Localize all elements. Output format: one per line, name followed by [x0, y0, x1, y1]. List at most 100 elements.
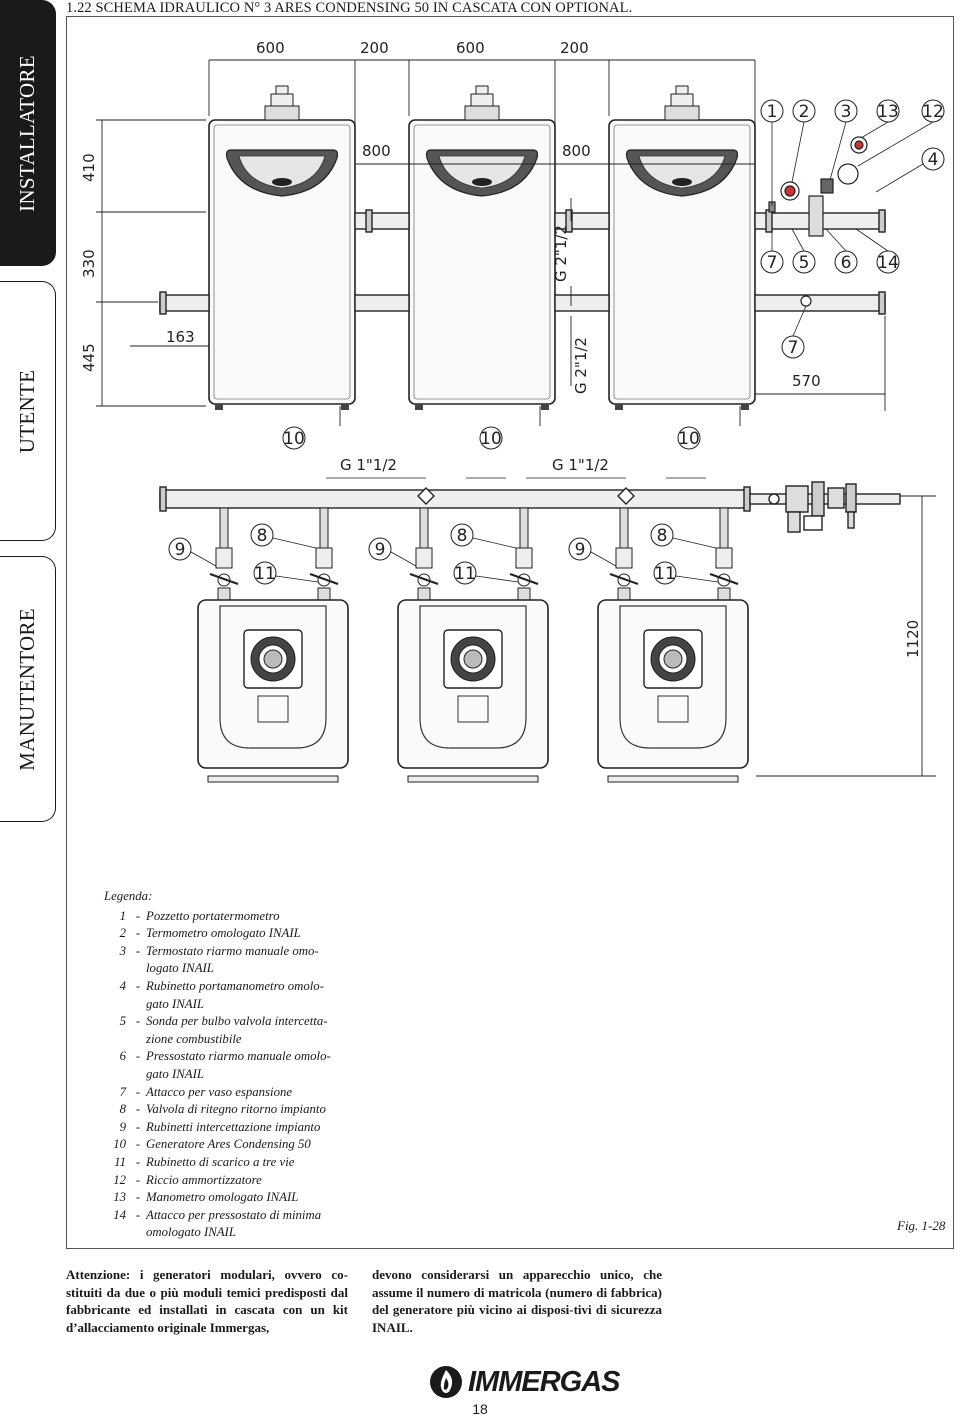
- legend-dash: -: [135, 943, 141, 958]
- tap-groups: [209, 507, 739, 603]
- dim-600-a: 600: [256, 39, 285, 57]
- thread-g2-1-2-a: G 2"1/2: [552, 225, 570, 282]
- brand-name: IMMERGAS: [468, 1365, 620, 1398]
- dim-800-a: 800: [362, 142, 391, 160]
- legend-item-text: Generatore Ares Condensing 50: [146, 1137, 311, 1152]
- legend-item-number: 7: [119, 1084, 126, 1099]
- legend-dash: -: [135, 1014, 141, 1029]
- callout-9-b: 9: [375, 540, 386, 560]
- legend-item: 14-Attacco per pressostato di minima: [104, 1207, 384, 1225]
- legend-dash: -: [135, 908, 141, 923]
- callout-4: 4: [928, 150, 939, 170]
- legend-item-text: Attacco per vaso espansione: [146, 1084, 293, 1099]
- tab-utente-label: UTENTE: [15, 369, 40, 453]
- legend-item: zione combustibile: [104, 1031, 384, 1049]
- legend-dash: -: [135, 1207, 141, 1222]
- legend-item: 3-Termostato riarmo manuale omo-: [104, 943, 384, 961]
- figure-frame: [66, 16, 954, 1249]
- legend-item: 4-Rubinetto portamanometro omolo-: [104, 978, 384, 996]
- legend-dash: [130, 1224, 146, 1242]
- pipes-front-view: [159, 209, 886, 315]
- callout-5: 5: [799, 253, 810, 273]
- tab-manutentore-label: MANUTENTORE: [15, 607, 39, 771]
- callout-11-a: 11: [254, 564, 276, 584]
- section-title: 1.22 SCHEMA IDRAULICO N° 3 ARES CONDENSI…: [66, 0, 633, 16]
- callouts-bottom: [168, 523, 677, 585]
- dim-410: 410: [80, 153, 98, 182]
- legend-item-number: [104, 1031, 130, 1049]
- callout-8-c: 8: [657, 526, 668, 546]
- thread-g1-1-2-b: G 1"1/2: [552, 456, 609, 474]
- dimension-1120: [756, 495, 936, 777]
- page-number: 18: [472, 1401, 488, 1417]
- thread-g2-1-2-b: G 2"1/2: [572, 337, 590, 394]
- legend-item: 11-Rubinetto di scarico a tre vie: [104, 1154, 384, 1172]
- legend-dash: -: [135, 926, 141, 941]
- legend-dash: [130, 1066, 146, 1084]
- dim-600-b: 600: [456, 39, 485, 57]
- legend-dash: -: [135, 1172, 141, 1187]
- thread-g1-1-2-a: G 1"1/2: [340, 456, 397, 474]
- legend-item-number: 11: [114, 1154, 126, 1169]
- legend-item-number: 13: [113, 1190, 126, 1205]
- tab-utente[interactable]: UTENTE: [0, 281, 56, 541]
- legend-item-text: logato INAIL: [146, 961, 214, 976]
- legend-item: 12-Riccio ammortizzatore: [104, 1172, 384, 1190]
- tab-manutentore[interactable]: MANUTENTORE: [0, 556, 56, 822]
- legend-item-number: 8: [119, 1102, 126, 1117]
- legend-dash: [130, 996, 146, 1014]
- legend-item-number: 6: [119, 1049, 126, 1064]
- legend-item-number: 10: [113, 1137, 126, 1152]
- legend-item-number: 14: [113, 1207, 126, 1222]
- note-right: devono considerarsi un apparecchio unico…: [372, 1267, 662, 1335]
- dim-570: 570: [792, 372, 821, 390]
- legend-item-text: Attacco per pressostato di minima: [146, 1207, 322, 1222]
- legend-item: 8-Valvola di ritegno ritorno impianto: [104, 1101, 384, 1119]
- callout-10-c: 10: [678, 429, 700, 449]
- legend-item-number: 4: [119, 978, 126, 993]
- legend-item-text: Pozzetto portatermometro: [146, 908, 280, 923]
- callout-3: 3: [841, 102, 852, 122]
- legend-item-text: omologato INAIL: [146, 1225, 236, 1240]
- callout-6: 6: [841, 253, 852, 273]
- legend-item-text: Riccio ammortizzatore: [146, 1172, 262, 1187]
- legend-item-text: Rubinetto portamanometro omolo-: [146, 978, 324, 993]
- dimension-labels-top: 600 200 600 200 800 800 410 330 445 163 …: [80, 39, 821, 394]
- legend-dash: -: [135, 1102, 141, 1117]
- legend-item-text: Pressostato riarmo manuale omolo-: [146, 1049, 331, 1064]
- legend-item-number: 1: [119, 908, 126, 923]
- callout-9-a: 9: [175, 540, 186, 560]
- legend-item: 2-Termometro omologato INAIL: [104, 925, 384, 943]
- legend-item-text: Rubinetto di scarico a tre vie: [146, 1154, 295, 1169]
- brand-logo: IMMERGAS: [428, 1364, 620, 1400]
- legend-dash: [130, 960, 146, 978]
- legend-item: 10-Generatore Ares Condensing 50: [104, 1136, 384, 1154]
- dim-200-b: 200: [560, 39, 589, 57]
- dim-445: 445: [80, 343, 98, 372]
- manifold-header: [159, 481, 901, 533]
- legend-item: 7-Attacco per vaso espansione: [104, 1084, 384, 1102]
- dim-163: 163: [166, 328, 195, 346]
- tab-installatore[interactable]: INSTALLATORE: [0, 0, 56, 266]
- callout-11-c: 11: [654, 564, 676, 584]
- legend-item-text: gato INAIL: [146, 1066, 204, 1081]
- legend-item-number: [104, 1224, 130, 1242]
- legend-dash: -: [135, 1154, 141, 1169]
- legend-dash: -: [135, 1190, 141, 1205]
- hydraulic-diagram: 600 200 600 200 800 800 410 330 445 163 …: [80, 39, 945, 783]
- callout-14: 14: [877, 253, 899, 273]
- dimension-lines-top: [96, 59, 886, 426]
- legend-title: Legenda:: [104, 889, 153, 903]
- callout-1: 1: [767, 102, 778, 122]
- legend-item: omologato INAIL: [104, 1224, 384, 1242]
- legend-item-text: zione combustibile: [146, 1031, 242, 1046]
- legend-item-number: 3: [119, 943, 126, 958]
- legend-dash: -: [135, 1084, 141, 1099]
- legend-item: 13-Manometro omologato INAIL: [104, 1189, 384, 1207]
- legend-item-number: [104, 960, 130, 978]
- callout-numbers-bottom: 9 8 11 9 8 11 9 8 11: [175, 526, 676, 584]
- legend-dash: [130, 1031, 146, 1049]
- legend-item-number: 2: [119, 926, 126, 941]
